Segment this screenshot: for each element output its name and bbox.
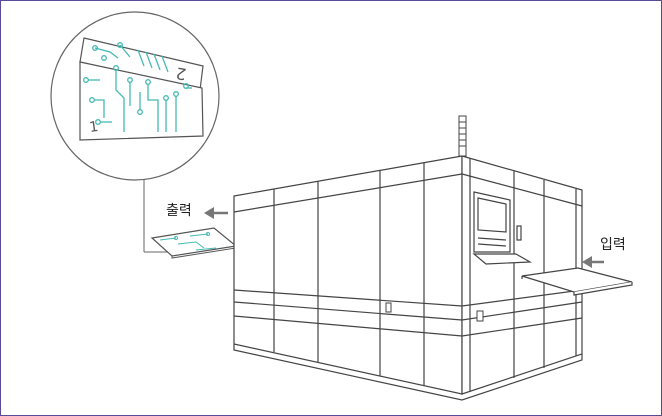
zoom-callout: 1 2 xyxy=(50,11,220,253)
output-tray xyxy=(150,227,238,259)
circuit-traces xyxy=(83,42,192,132)
viewing-window xyxy=(473,191,522,253)
output-arrow xyxy=(204,207,228,219)
window-shelf xyxy=(472,253,533,265)
signal-tower xyxy=(458,115,467,157)
output-label: 출력 xyxy=(166,203,192,219)
input-tray xyxy=(521,267,633,296)
page-number-back: 2 xyxy=(174,63,187,83)
page-number-front: 1 xyxy=(88,119,99,136)
input-label: 입력 xyxy=(600,237,626,253)
circuit-sheet-front xyxy=(79,61,204,141)
input-arrow xyxy=(582,256,604,268)
door-locks xyxy=(385,302,484,322)
